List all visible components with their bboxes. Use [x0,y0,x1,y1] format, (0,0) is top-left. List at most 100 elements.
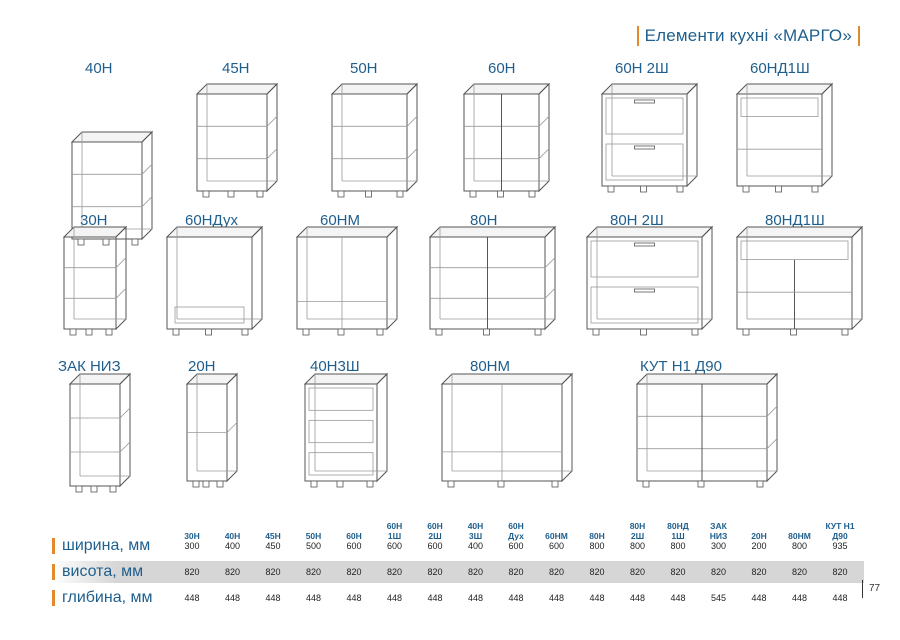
spec-cell: 800 [670,541,686,551]
spec-cell: 600 [548,541,565,551]
spec-cell: 500 [305,541,322,551]
spec-cell: 300 [184,541,200,551]
cabinet-label: 80НМ [470,358,511,375]
spec-cell: 448 [224,593,241,603]
page-title: Елементи кухні «МАРГО» [644,26,852,45]
spec-cell: 600 [427,541,443,551]
spec-cell: 400 [224,541,241,551]
spec-cell: 820 [791,567,808,577]
spec-cell: 400 [467,541,484,551]
spec-cell: 545 [710,593,727,603]
spec-cell: 820 [265,567,281,577]
spec-cell: 820 [832,567,848,577]
column-header: 40Н [224,531,241,541]
row-label: висота, мм [52,561,143,583]
spec-cell: 820 [508,567,524,577]
spec-cell: 200 [751,541,767,551]
column-header: 60Н 1Ш [386,521,403,541]
column-header: 60Н [346,531,362,541]
cabinet-drawing [62,225,128,336]
cabinet-label: 60НД1Ш [750,60,810,77]
cabinet-label: 80Н [470,212,498,229]
column-header: 60Н Дух [508,521,524,541]
spec-cell: 450 [265,541,281,551]
page-header: Елементи кухні «МАРГО» [636,26,860,46]
spec-cell: 820 [589,567,605,577]
spec-cell: 448 [751,593,767,603]
spec-cell: 800 [791,541,808,551]
cabinet-drawing [303,372,389,488]
column-header: 50Н [305,531,322,541]
cabinet-label: ЗАК НИЗ [58,358,121,375]
cabinet-drawing [440,372,574,488]
column-header: 60Н 2Ш [427,521,443,541]
header-accent-bar [858,26,860,46]
spec-cell: 820 [346,567,362,577]
cabinet-label: 80НД1Ш [765,212,825,229]
spec-cell: 448 [832,593,848,603]
spec-cell: 820 [629,567,646,577]
spec-cell: 820 [710,567,727,577]
spec-cell: 448 [589,593,605,603]
column-header: 60НМ [545,531,568,541]
spec-cell: 800 [629,541,646,551]
spec-cell: 448 [184,593,200,603]
spec-cell: 820 [386,567,403,577]
spec-cell: 820 [184,567,200,577]
cabinet-drawing [70,130,154,246]
cabinet-label: 30Н [80,212,108,229]
cabinet-label: 40Н [85,60,113,77]
spec-cell: 820 [670,567,686,577]
cabinet-label: КУТ Н1 Д90 [640,358,722,375]
spec-cell: 448 [508,593,524,603]
spec-cell: 935 [832,541,848,551]
spec-cell: 820 [467,567,484,577]
column-header: КУТ Н1 Д90 [825,521,855,541]
cabinet-drawing [735,82,834,193]
spec-cell: 820 [224,567,241,577]
row-label: ширина, мм [52,535,150,557]
spec-cell: 300 [710,541,727,551]
spec-cell: 448 [791,593,808,603]
cabinet-drawing [428,225,557,336]
spec-cell: 448 [427,593,443,603]
cabinet-label: 50Н [350,60,378,77]
cabinet-drawing [295,225,399,336]
cabinet-drawing [68,372,132,493]
cabinet-drawing [165,225,264,336]
row-label: глибина, мм [52,587,152,609]
cabinet-drawing [735,225,864,336]
spec-cell: 448 [670,593,686,603]
cabinet-label: 80Н 2Ш [610,212,664,229]
spec-cell: 448 [386,593,403,603]
spec-cell: 448 [265,593,281,603]
header-accent-bar [636,26,639,46]
column-header: 20Н [751,531,767,541]
cabinet-label: 60Н 2Ш [615,60,669,77]
cabinet-label: 20Н [188,358,216,375]
column-header: 80Н [589,531,605,541]
page-number: 77 [862,580,880,598]
cabinet-label: 45Н [222,60,250,77]
cabinet-drawing [585,225,714,336]
cabinet-drawing [330,82,419,198]
cabinet-label: 40Н3Ш [310,358,360,375]
spec-cell: 448 [629,593,646,603]
column-header: 40Н 3Ш [467,521,484,541]
cabinet-label: 60НДух [185,212,239,229]
column-header: 30Н [184,531,200,541]
cabinet-drawing [195,82,279,198]
cabinet-drawing [635,372,779,488]
spec-row-depth: глибина, мм 448 448 448 448 448 448 448 448 448 4… [52,587,864,609]
cabinet-label: 60Н [488,60,516,77]
spec-cell: 448 [548,593,565,603]
cabinet-drawing [600,82,699,193]
spec-cell: 448 [467,593,484,603]
spec-cell: 820 [427,567,443,577]
column-header: 80НД 1Ш [667,521,689,541]
cabinet-label: 60НМ [320,212,361,229]
cabinet-drawing [185,372,239,488]
column-header: 80НМ [788,531,811,541]
